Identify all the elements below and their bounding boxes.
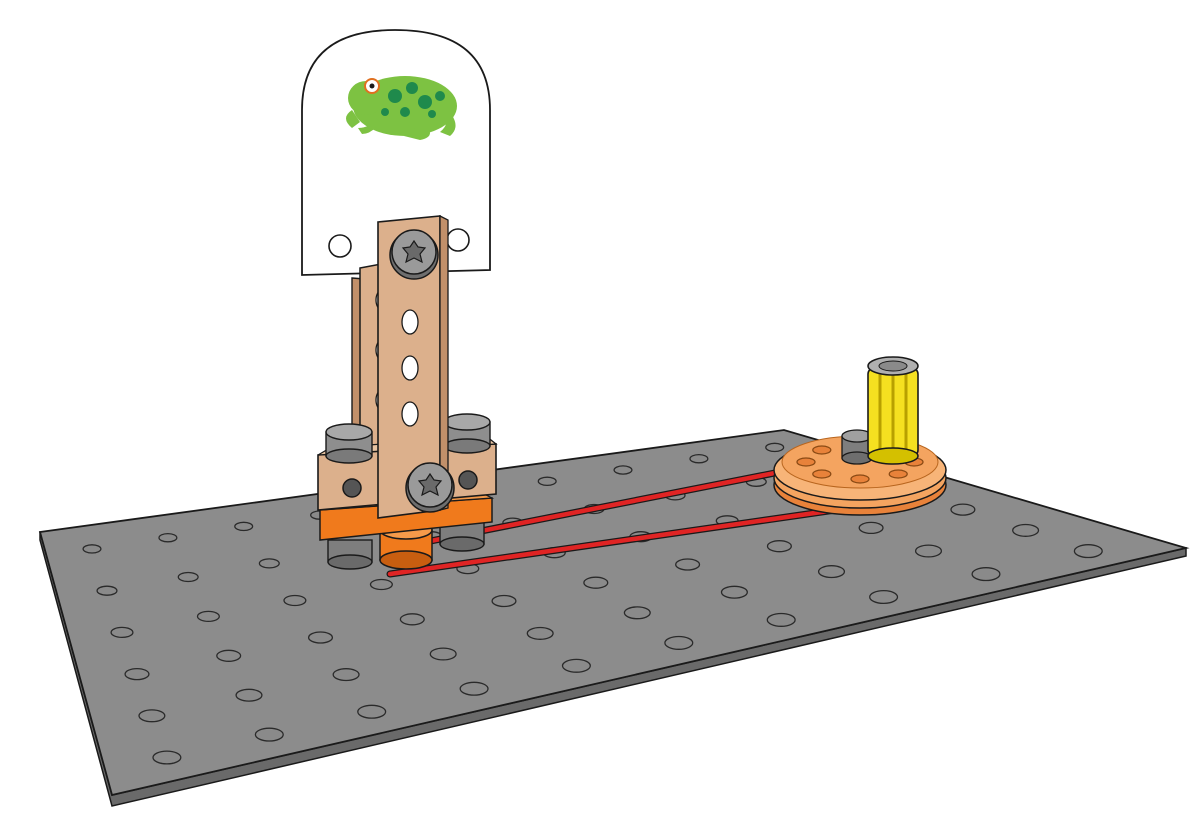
base-plate-hole xyxy=(583,576,609,589)
base-plate-hole xyxy=(138,709,166,723)
base-plate-hole xyxy=(766,540,792,553)
base-plate-hole xyxy=(177,571,199,583)
wood-strip-front xyxy=(377,214,449,519)
base-plate-hole xyxy=(817,565,846,579)
base-plate-hole xyxy=(914,544,943,558)
base-plate-hole xyxy=(613,465,633,475)
base-plate-hole xyxy=(254,727,284,742)
crank-knob xyxy=(867,356,919,465)
base-plate-hole xyxy=(491,594,517,608)
base-plate-hole xyxy=(459,681,489,696)
base-plate-hole xyxy=(689,453,709,464)
base-plate-hole xyxy=(124,667,150,681)
pulley-hole xyxy=(812,445,832,455)
base-plate-hole xyxy=(258,558,280,569)
sign-hole-left xyxy=(328,234,352,258)
base-plate-hole xyxy=(82,544,102,554)
sign-hole-right xyxy=(446,228,470,252)
nut-left xyxy=(327,539,373,570)
pulley-hole xyxy=(888,469,908,479)
base-plate-hole xyxy=(1012,523,1040,537)
base-plate-hole xyxy=(216,649,242,662)
base-plate-hole xyxy=(234,521,254,532)
base-plate-hole xyxy=(561,658,591,673)
pulley-center-screw xyxy=(841,429,873,465)
torx-screw-icon xyxy=(389,229,439,280)
base-plate-hole xyxy=(720,585,748,599)
base-plate-hole xyxy=(96,585,118,596)
base-plate-hole xyxy=(110,626,134,639)
base-plate-hole xyxy=(664,635,694,650)
screw-right xyxy=(443,413,491,454)
base-plate-hole xyxy=(765,442,785,453)
base-plate-hole xyxy=(623,606,651,620)
base-plate-hole xyxy=(283,594,307,607)
perforated-base-plate xyxy=(38,429,1190,807)
base-plate-hole xyxy=(196,610,220,623)
frog-sign xyxy=(301,29,491,276)
base-plate-hole xyxy=(869,589,899,605)
base-plate-hole xyxy=(235,688,263,702)
base-plate-hole xyxy=(307,631,334,644)
pulley-hole xyxy=(796,457,816,467)
screw-left xyxy=(325,423,373,464)
pulley-hole xyxy=(812,469,832,479)
base-plate-hole xyxy=(332,668,360,682)
wood-strip-hole xyxy=(401,401,419,427)
base-plate-hole xyxy=(971,567,1001,582)
wood-strip-hole xyxy=(401,355,419,381)
base-plate-hole xyxy=(537,476,557,487)
base-plate-hole xyxy=(429,647,457,661)
nut-right xyxy=(439,521,485,552)
wood-strip-hole xyxy=(401,309,419,335)
base-plate-hole xyxy=(357,704,387,719)
base-plate-hole xyxy=(950,503,976,516)
base-plate-hole xyxy=(675,558,701,571)
base-plate-hole xyxy=(399,613,425,626)
base-plate-hole xyxy=(152,750,182,765)
torx-screw-icon xyxy=(405,462,455,513)
pulley-hole xyxy=(850,474,870,484)
base-plate-hole xyxy=(1073,544,1103,559)
base-plate-hole xyxy=(369,578,393,591)
frog-icon xyxy=(346,76,457,140)
base-plate-hole xyxy=(766,612,796,627)
base-plate-hole xyxy=(158,532,178,543)
base-plate-hole xyxy=(526,626,554,640)
base-plate-hole xyxy=(858,521,884,535)
